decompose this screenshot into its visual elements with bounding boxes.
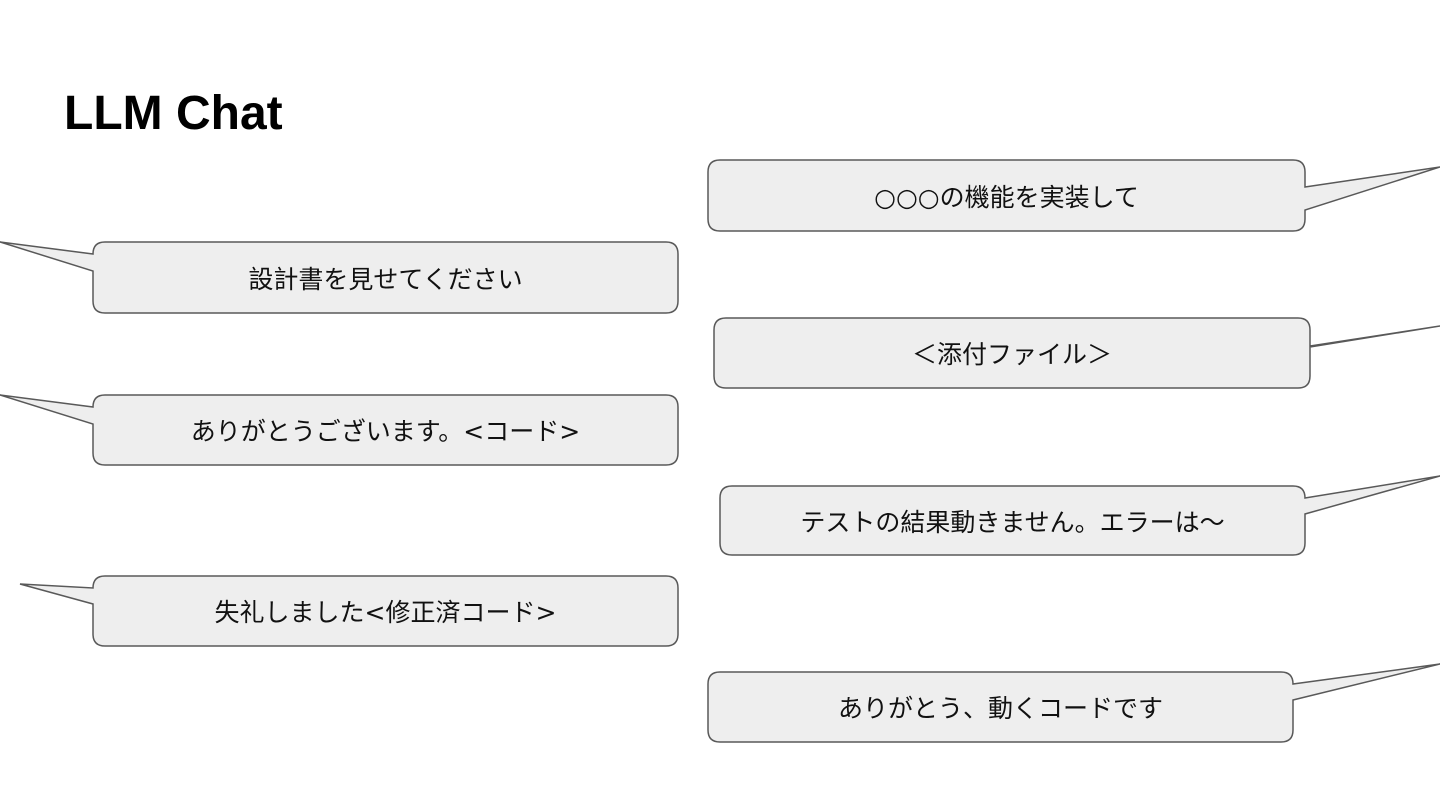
llm-message-1: 設計書を見せてください: [248, 264, 523, 294]
user-bubble-3: [719, 475, 1440, 556]
llm-bubble-3: [19, 575, 679, 647]
user-bubble-1: [707, 159, 1440, 232]
llm-bubble-2: [0, 394, 679, 466]
user-message-3: テストの結果動きません。エラーは～: [800, 507, 1225, 537]
user-bubble-4: [707, 663, 1440, 743]
user-message-1: ○○○の機能を実装して: [874, 182, 1139, 212]
user-message-2: ＜添付ファイル＞: [911, 340, 1112, 369]
llm-message-2: ありがとうございます。<コード>: [190, 417, 581, 446]
user-bubble-2: [713, 317, 1440, 389]
page-title: LLM Chat: [64, 87, 283, 140]
llm-bubble-1: [0, 241, 679, 314]
llm-message-3: 失礼しました<修正済コード>: [214, 598, 557, 627]
user-message-4: ありがとう、動くコードです: [837, 694, 1163, 723]
